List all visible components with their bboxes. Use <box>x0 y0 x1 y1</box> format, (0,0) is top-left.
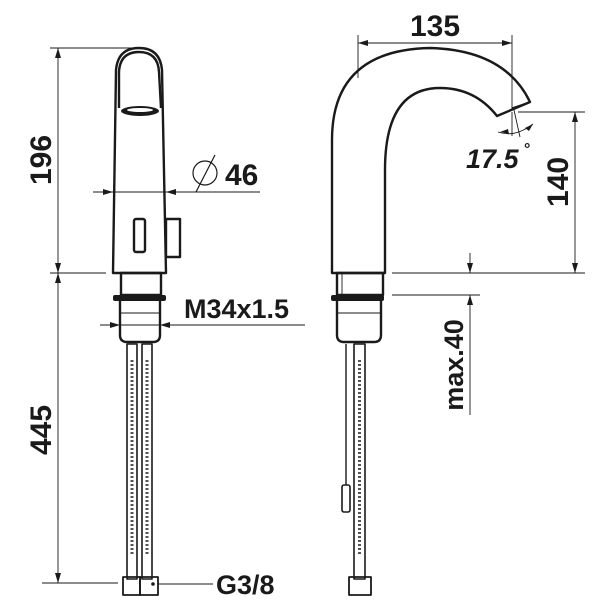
side-seal-ring <box>331 295 384 301</box>
side-gooseneck <box>330 46 532 275</box>
front-seal-ring <box>113 295 166 301</box>
side-view <box>330 46 532 596</box>
dim-196: 196 <box>25 135 58 185</box>
aerator-highlight <box>127 108 153 112</box>
sensor-window <box>132 217 147 254</box>
side-nut <box>348 576 372 596</box>
dim-thread: M34x1.5 <box>184 294 289 324</box>
hose-left <box>126 343 138 580</box>
front-collar <box>119 271 163 297</box>
leader-dot <box>151 582 155 586</box>
degree-symbol: ° <box>524 141 530 158</box>
nut-right <box>139 576 159 596</box>
side-mounting-shank <box>335 301 383 344</box>
dim-connection: G3/8 <box>216 570 275 600</box>
side-hose <box>353 343 366 580</box>
spout-tip-line <box>511 102 528 109</box>
dim-140: 140 <box>542 157 575 207</box>
dim-angle: 17.5 <box>466 144 520 174</box>
hose-right <box>141 343 153 580</box>
diameter-icon <box>192 160 218 186</box>
dim-445: 445 <box>25 405 58 455</box>
front-hoses <box>122 343 159 596</box>
front-spout-head <box>117 50 163 109</box>
dim-max-40: max.40 <box>439 319 469 411</box>
side-control <box>164 217 182 259</box>
dim-reach-135: 135 <box>410 10 460 43</box>
front-dimensions: 196 445 46 M34x1.5 G3/8 <box>25 47 305 600</box>
side-collar <box>335 271 385 297</box>
side-dimensions: 135 140 17.5 ° max.40 <box>357 10 585 415</box>
front-view <box>111 46 182 596</box>
front-spout-body <box>111 46 168 275</box>
dim-diameter-46: 46 <box>225 159 258 192</box>
cable-plug <box>341 484 351 513</box>
front-mounting-shank <box>118 301 162 344</box>
